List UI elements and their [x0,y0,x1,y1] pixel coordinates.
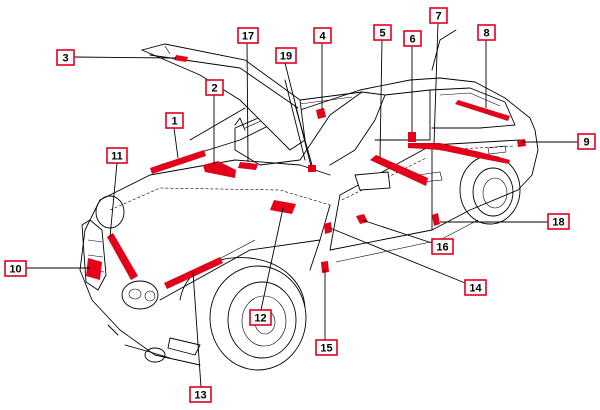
svg-text:8: 8 [483,28,489,40]
svg-text:5: 5 [379,28,385,40]
leader-lines [26,22,578,388]
marker-10 [86,258,102,280]
svg-text:1: 1 [171,116,177,128]
svg-text:18: 18 [552,217,564,229]
svg-text:6: 6 [409,34,415,46]
callout-11: 11 [106,147,128,164]
marker-18 [432,213,440,226]
callout-17: 17 [237,27,259,44]
callout-18: 18 [547,213,570,230]
svg-text:19: 19 [280,51,292,63]
svg-text:13: 13 [194,390,206,402]
svg-text:2: 2 [211,83,217,95]
callout-7: 7 [429,7,448,24]
callout-4: 4 [313,27,332,44]
svg-text:12: 12 [254,313,266,325]
marker-7 [408,143,510,164]
callout-1: 1 [165,112,184,129]
svg-text:14: 14 [469,283,482,295]
marker-14 [324,222,332,234]
callout-19: 19 [275,47,297,64]
marker-11 [107,233,138,280]
callout-5: 5 [373,24,392,41]
callout-8: 8 [477,24,496,41]
marker-1 [150,150,206,174]
svg-text:15: 15 [320,343,332,355]
callout-10: 10 [4,260,27,277]
rear-wheel [459,155,521,225]
svg-text:11: 11 [111,151,123,163]
callout-12: 12 [249,309,272,326]
marker-8 [455,100,510,121]
svg-text:7: 7 [435,11,441,23]
marker-16 [356,214,368,224]
marker-12 [270,200,296,214]
callout-6: 6 [403,30,422,47]
svg-text:3: 3 [62,53,68,65]
svg-text:10: 10 [9,264,21,276]
callout-16: 16 [431,238,454,255]
svg-text:4: 4 [319,31,326,43]
callout-14: 14 [464,279,487,296]
marker-17 [238,162,258,170]
marker-5 [370,155,428,186]
marker-2 [203,161,236,178]
marker-4 [316,108,326,119]
callout-labels: 3 1 2 17 19 4 5 6 7 8 9 11 10 18 16 14 1… [4,7,596,403]
marker-19 [308,165,316,172]
marker-3 [174,55,188,62]
marker-9 [517,139,526,147]
callout-3: 3 [56,49,75,66]
callout-13: 13 [189,386,212,403]
red-markers [86,55,526,289]
svg-text:17: 17 [242,31,254,43]
car-outline [79,29,539,371]
callout-15: 15 [315,339,338,356]
marker-15 [321,261,329,273]
svg-text:16: 16 [436,242,448,254]
callout-9: 9 [577,133,596,150]
svg-text:9: 9 [583,137,589,149]
callout-2: 2 [205,79,224,96]
marker-6 [408,132,416,142]
